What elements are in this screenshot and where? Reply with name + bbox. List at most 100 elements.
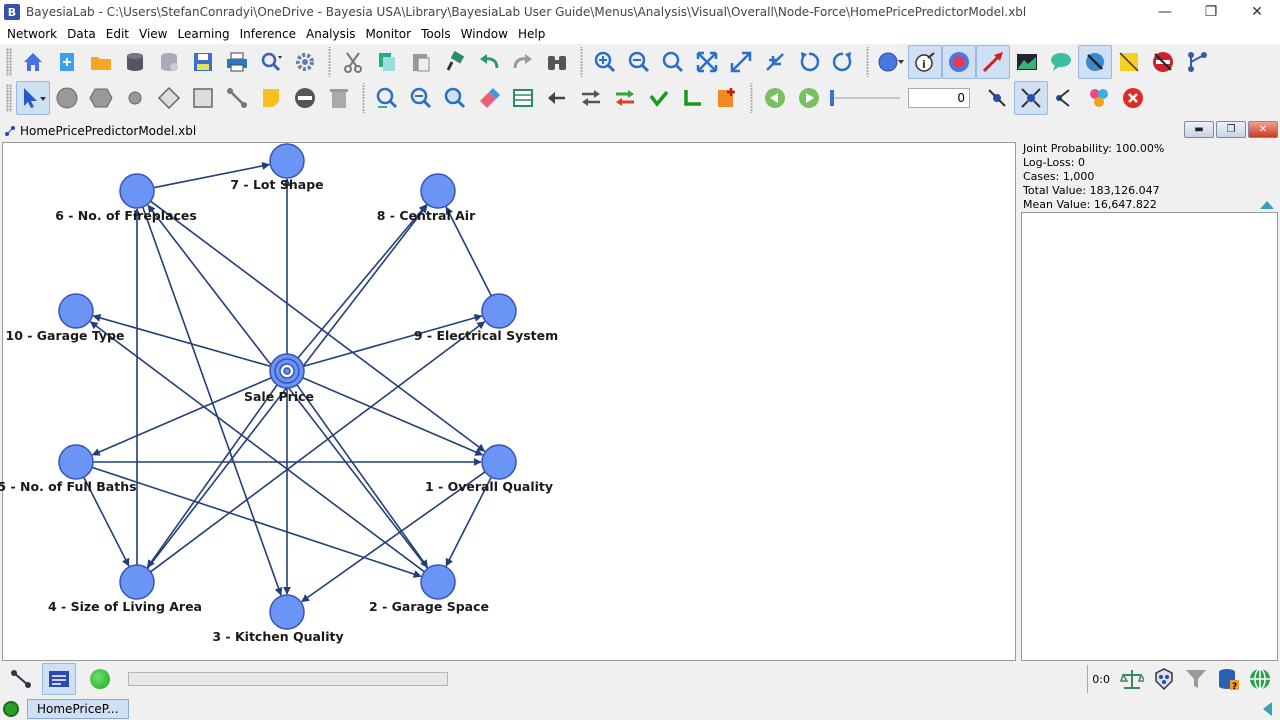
save-icon[interactable] (186, 45, 220, 79)
monitor-chart-icon[interactable] (1010, 45, 1044, 79)
arc-n6-to-n1[interactable] (150, 200, 486, 452)
arc-n2-to-n10[interactable] (89, 321, 425, 573)
rotate-right-icon[interactable] (826, 45, 860, 79)
graph-view-icon[interactable] (4, 663, 38, 695)
arc-sale-to-n1[interactable] (302, 376, 484, 456)
arc-n5-to-n2[interactable] (91, 466, 422, 578)
menu-monitor[interactable]: Monitor (365, 27, 412, 41)
restore-button[interactable]: ❐ (1204, 4, 1218, 20)
menu-view[interactable]: View (139, 27, 168, 41)
copy-icon[interactable] (370, 45, 404, 79)
target-node-icon[interactable] (942, 45, 976, 79)
open-folder-icon[interactable] (84, 45, 118, 79)
table-icon[interactable] (506, 81, 540, 115)
node-n1[interactable] (481, 444, 517, 480)
branch-icon[interactable] (1048, 81, 1082, 115)
no-arcs-icon[interactable] (1146, 45, 1180, 79)
circle-node-icon[interactable] (50, 81, 84, 115)
document-tab[interactable]: HomePricePredictorModel.xbl (4, 124, 196, 138)
database-icon[interactable] (118, 45, 152, 79)
virtual-database-icon[interactable] (1148, 664, 1180, 694)
close-window-button[interactable]: ✕ (1251, 4, 1263, 20)
menu-tools[interactable]: Tools (421, 27, 451, 41)
network-globe-icon[interactable] (1244, 664, 1276, 694)
graph-layout-icon[interactable] (1180, 45, 1214, 79)
zoom-out-icon[interactable] (622, 45, 656, 79)
binoculars-icon[interactable] (540, 45, 574, 79)
taskbar-collapse-arrow-icon[interactable] (1263, 702, 1272, 716)
zoom-nodes-in-icon[interactable] (370, 81, 404, 115)
zoom-reset-icon[interactable] (438, 81, 472, 115)
undo-icon[interactable] (472, 45, 506, 79)
zoom-nodes-out-icon[interactable] (404, 81, 438, 115)
menu-data[interactable]: Data (67, 27, 96, 41)
paste-icon[interactable] (404, 45, 438, 79)
square-node-icon[interactable] (186, 81, 220, 115)
clusters-icon[interactable] (1082, 81, 1116, 115)
menu-help[interactable]: Help (517, 27, 546, 41)
magnifier-menu-icon[interactable] (254, 45, 288, 79)
small-node-icon[interactable] (118, 81, 152, 115)
node-n5[interactable] (58, 444, 94, 480)
zoom-in-icon[interactable] (588, 45, 622, 79)
arc-sale-to-n10[interactable] (92, 314, 271, 368)
settings-gear-icon[interactable] (288, 45, 322, 79)
cancel-icon[interactable] (1116, 81, 1150, 115)
arc-tool-icon[interactable] (220, 81, 254, 115)
collapse-panel-arrow-icon[interactable] (1260, 201, 1274, 209)
node-n3[interactable] (269, 594, 305, 630)
arrow-left-thin-icon[interactable] (540, 81, 574, 115)
node-n8[interactable] (420, 173, 456, 209)
evidence-slider[interactable] (830, 88, 900, 108)
database-question-icon[interactable]: ? (1212, 664, 1244, 694)
new-network-icon[interactable] (50, 45, 84, 79)
node-info-icon[interactable]: i (908, 45, 942, 79)
arc-n5-to-n4[interactable] (82, 476, 130, 567)
menu-learning[interactable]: Learning (177, 27, 230, 41)
slider-thumb[interactable] (830, 90, 834, 106)
note-icon[interactable] (1112, 45, 1146, 79)
zoom-default-icon[interactable] (656, 45, 690, 79)
database-gray-icon[interactable] (152, 45, 186, 79)
toolbar-grip[interactable] (6, 48, 12, 76)
remove-icon[interactable] (288, 81, 322, 115)
node-n10[interactable] (58, 293, 94, 329)
menu-network[interactable]: Network (7, 27, 58, 41)
step-number-field[interactable]: 0 (908, 88, 970, 108)
arc-n4-to-n9[interactable] (150, 321, 486, 573)
node-n4[interactable] (119, 564, 155, 600)
arc-force-icon[interactable] (976, 45, 1010, 79)
diamond-node-icon[interactable] (152, 81, 186, 115)
menu-window[interactable]: Window (460, 27, 508, 41)
redo-icon[interactable] (506, 45, 540, 79)
arc-sale-to-n8[interactable] (297, 204, 428, 359)
node-n9[interactable] (481, 293, 517, 329)
arrows-swap-icon[interactable] (574, 81, 608, 115)
arc-sale-to-n2[interactable] (296, 384, 429, 569)
filter-icon[interactable] (1180, 664, 1212, 694)
play-back-icon[interactable] (758, 81, 792, 115)
arc-n1-to-n2[interactable] (445, 476, 493, 567)
scale-balance-icon[interactable] (1116, 664, 1148, 694)
selection-arrow-icon[interactable] (16, 81, 50, 115)
format-painter-icon[interactable] (438, 45, 472, 79)
print-icon[interactable] (220, 45, 254, 79)
home-icon[interactable] (16, 45, 50, 79)
note-add-icon[interactable] (710, 81, 744, 115)
corner-arrow-icon[interactable] (676, 81, 710, 115)
menu-inference[interactable]: Inference (239, 27, 296, 41)
taskbar-document-button[interactable]: HomePriceP... (27, 699, 129, 719)
doc-minimize-button[interactable]: ▬ (1184, 121, 1214, 138)
doc-close-button[interactable]: ✕ (1248, 121, 1278, 138)
node-n7[interactable] (269, 143, 305, 179)
monitor-view-icon[interactable] (42, 663, 76, 695)
arc-n1-to-n3[interactable] (301, 471, 486, 603)
monitor-panel[interactable] (1021, 212, 1278, 661)
node-n2[interactable] (420, 564, 456, 600)
menu-analysis[interactable]: Analysis (306, 27, 356, 41)
eraser-icon[interactable] (472, 81, 506, 115)
arc-n6-to-n3[interactable] (141, 206, 283, 596)
arc-n9-to-n8[interactable] (445, 206, 493, 297)
node-force-layout-icon[interactable] (1014, 81, 1048, 115)
